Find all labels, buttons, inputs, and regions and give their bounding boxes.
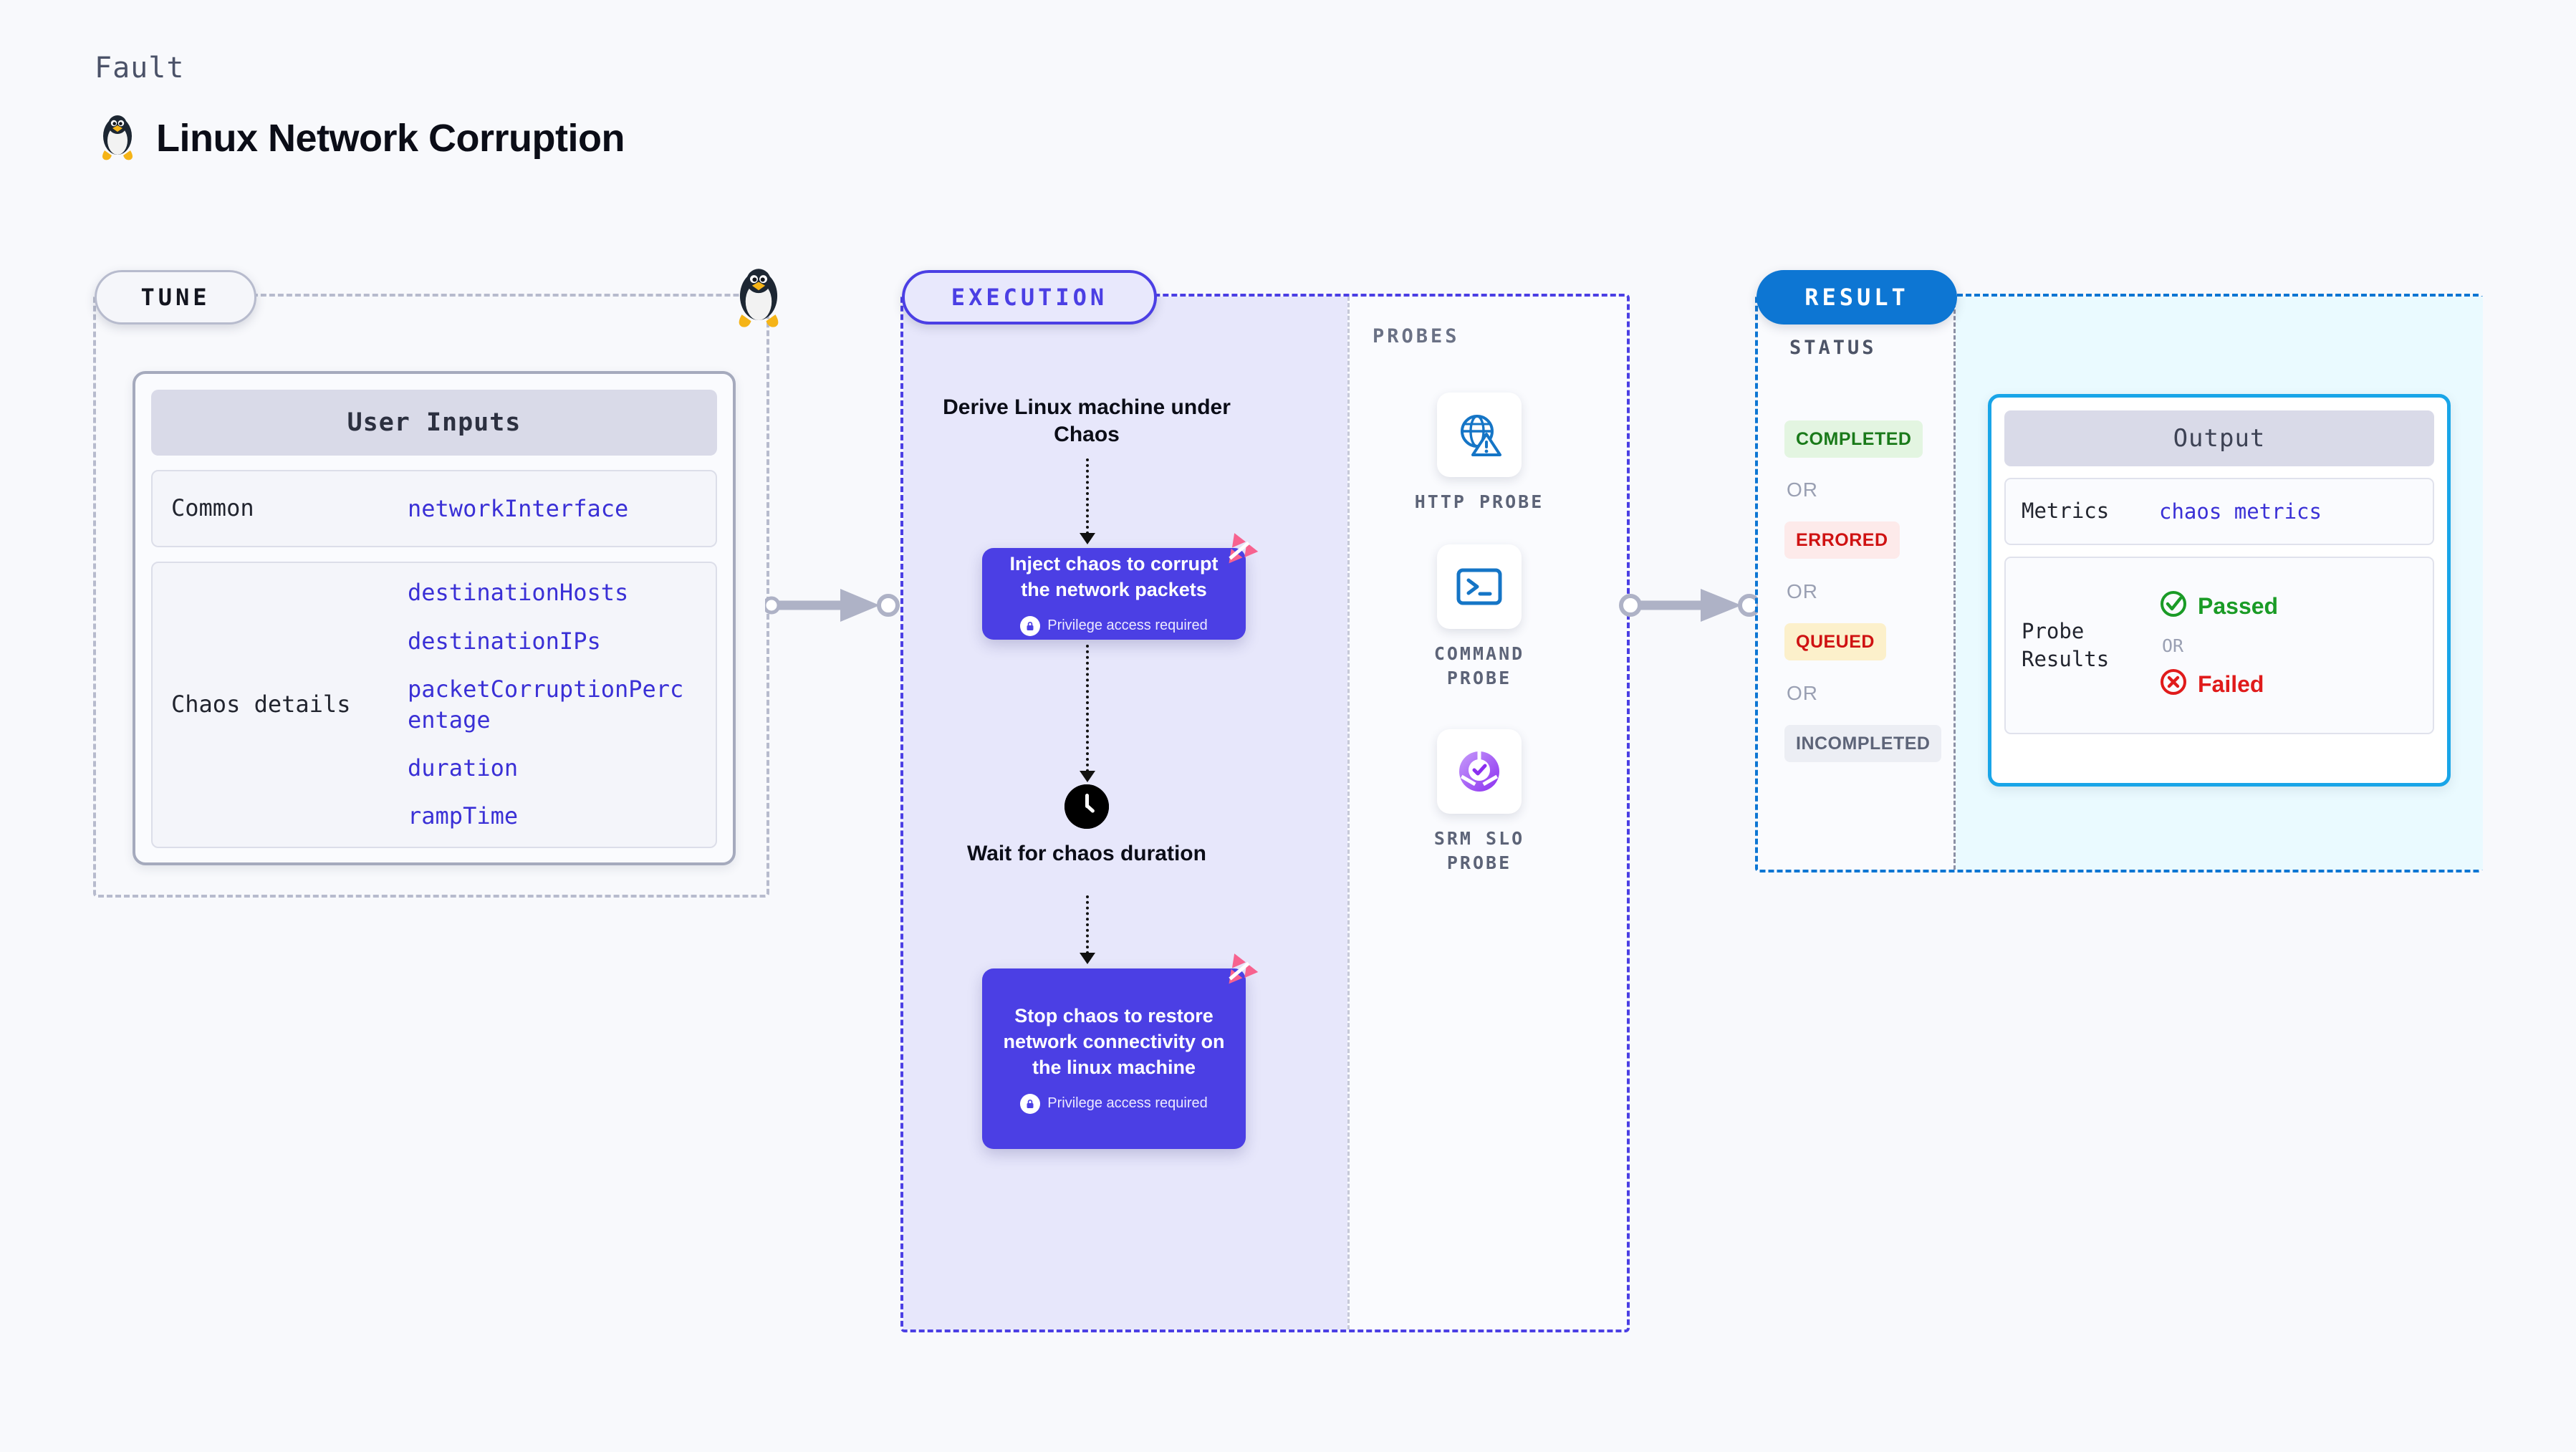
flow-arrow-head — [1080, 533, 1095, 544]
status-or-label: OR — [1787, 682, 1818, 704]
command-terminal-icon — [1437, 544, 1522, 629]
harness-ribbon-icon — [1217, 532, 1259, 574]
result-status-column — [1758, 297, 1956, 870]
flow-arrow-line — [1086, 895, 1089, 954]
node-title: Inject chaos to corrupt the network pack… — [1009, 553, 1219, 600]
execution-node-inject-chaos[interactable]: Inject chaos to corrupt the network pack… — [982, 533, 1259, 640]
fault-kicker-label: Fault — [95, 52, 185, 85]
probe-result-failed-label: Failed — [2198, 671, 2264, 697]
http-globe-warning-icon — [1437, 393, 1522, 477]
connector-tune-to-execution — [762, 586, 901, 628]
status-or-label: OR — [1787, 479, 1818, 501]
output-probe-result-values: Passed OR Failed — [2159, 590, 2417, 702]
tune-panel — [93, 294, 769, 898]
probe-result-passed-label: Passed — [2198, 593, 2279, 619]
lock-icon — [1020, 615, 1041, 636]
lock-icon — [1020, 1093, 1041, 1114]
linux-tux-icon — [97, 115, 138, 162]
probe-label: HTTP PROBE — [1414, 491, 1544, 512]
status-badge-errored: ERRORED — [1784, 521, 1900, 559]
input-row-label: Common — [171, 494, 254, 522]
page-title-row: Linux Network Corruption — [97, 115, 625, 162]
probe-label: COMMAND PROBE — [1433, 643, 1525, 688]
output-row-probe-results: Probe Results Passed OR — [2004, 557, 2434, 734]
node-privilege-text: Privilege access required — [1047, 1095, 1208, 1112]
x-circle-icon — [2159, 668, 2188, 702]
node-title: Stop chaos to restore network connectivi… — [1003, 1005, 1225, 1078]
output-card: Output Metrics chaos metrics Probe Resul… — [1988, 394, 2451, 787]
node-privilege-note: Privilege access required — [1020, 615, 1208, 636]
srm-slo-donut-icon — [1437, 729, 1522, 814]
input-row-label: Chaos details — [171, 691, 351, 718]
page-title: Linux Network Corruption — [156, 117, 625, 160]
flow-step-derive-label: Derive Linux machine under Chaos — [943, 395, 1231, 447]
result-panel-label: RESULT — [1756, 270, 1957, 324]
connector-execution-to-result — [1616, 586, 1767, 628]
output-card-header: Output — [2004, 410, 2434, 466]
user-inputs-header: User Inputs — [151, 390, 717, 456]
status-badge-incompleted: INCOMPLETED — [1784, 725, 1942, 762]
input-value: destinationIPs — [408, 627, 601, 655]
output-row-metrics: Metrics chaos metrics — [2004, 478, 2434, 545]
probe-result-or-label: OR — [2162, 635, 2184, 656]
tune-panel-label: TUNE — [95, 270, 256, 324]
status-badge-queued: QUEUED — [1784, 623, 1886, 660]
probes-divider — [1347, 297, 1350, 1330]
execution-panel-label: EXECUTION — [902, 270, 1157, 324]
probes-section-label: PROBES — [1373, 325, 1460, 347]
probe-srm-slo[interactable]: SRM SLO PROBE — [1397, 729, 1562, 875]
flow-arrow-line — [1086, 458, 1089, 534]
input-value: destinationHosts — [408, 579, 629, 607]
output-row-value: chaos metrics — [2159, 499, 2322, 524]
output-row-label: Probe Results — [2022, 618, 2110, 671]
harness-ribbon-icon — [1217, 953, 1259, 994]
flow-step-wait-label: Wait for chaos duration — [967, 842, 1206, 865]
probe-command[interactable]: COMMAND PROBE — [1397, 544, 1562, 691]
input-value: duration — [408, 754, 519, 782]
status-badge-completed: COMPLETED — [1784, 420, 1923, 458]
probe-result-passed: Passed — [2159, 590, 2417, 624]
user-inputs-card: User Inputs Common networkInterface Chao… — [133, 371, 736, 865]
probe-label: SRM SLO PROBE — [1433, 828, 1525, 873]
status-section-label: STATUS — [1789, 337, 1877, 359]
execution-fill-area — [903, 297, 1347, 1330]
clock-icon — [1064, 784, 1109, 829]
flow-arrow-line — [1086, 645, 1089, 772]
input-value: networkInterface — [408, 495, 629, 522]
input-value: rampTime — [408, 802, 519, 830]
flow-arrow-head — [1080, 771, 1095, 782]
linux-tux-icon — [732, 268, 785, 333]
input-value: packetCorruptionPercentage — [408, 675, 684, 734]
node-privilege-text: Privilege access required — [1047, 617, 1208, 634]
probe-http[interactable]: HTTP PROBE — [1397, 393, 1562, 514]
check-circle-icon — [2159, 590, 2188, 624]
flow-arrow-head — [1080, 953, 1095, 964]
output-row-label: Metrics — [2022, 499, 2110, 524]
user-input-row-chaos-details: Chaos details destinationHosts destinati… — [151, 562, 717, 848]
probe-result-failed: Failed — [2159, 668, 2417, 702]
status-or-label: OR — [1787, 580, 1818, 602]
user-input-row-common: Common networkInterface — [151, 470, 717, 547]
node-privilege-note: Privilege access required — [1020, 1093, 1208, 1114]
input-row-values: destinationHosts destinationIPs packetCo… — [408, 577, 697, 832]
execution-node-stop-chaos[interactable]: Stop chaos to restore network connectivi… — [982, 953, 1259, 1149]
input-row-values: networkInterface — [408, 497, 697, 520]
